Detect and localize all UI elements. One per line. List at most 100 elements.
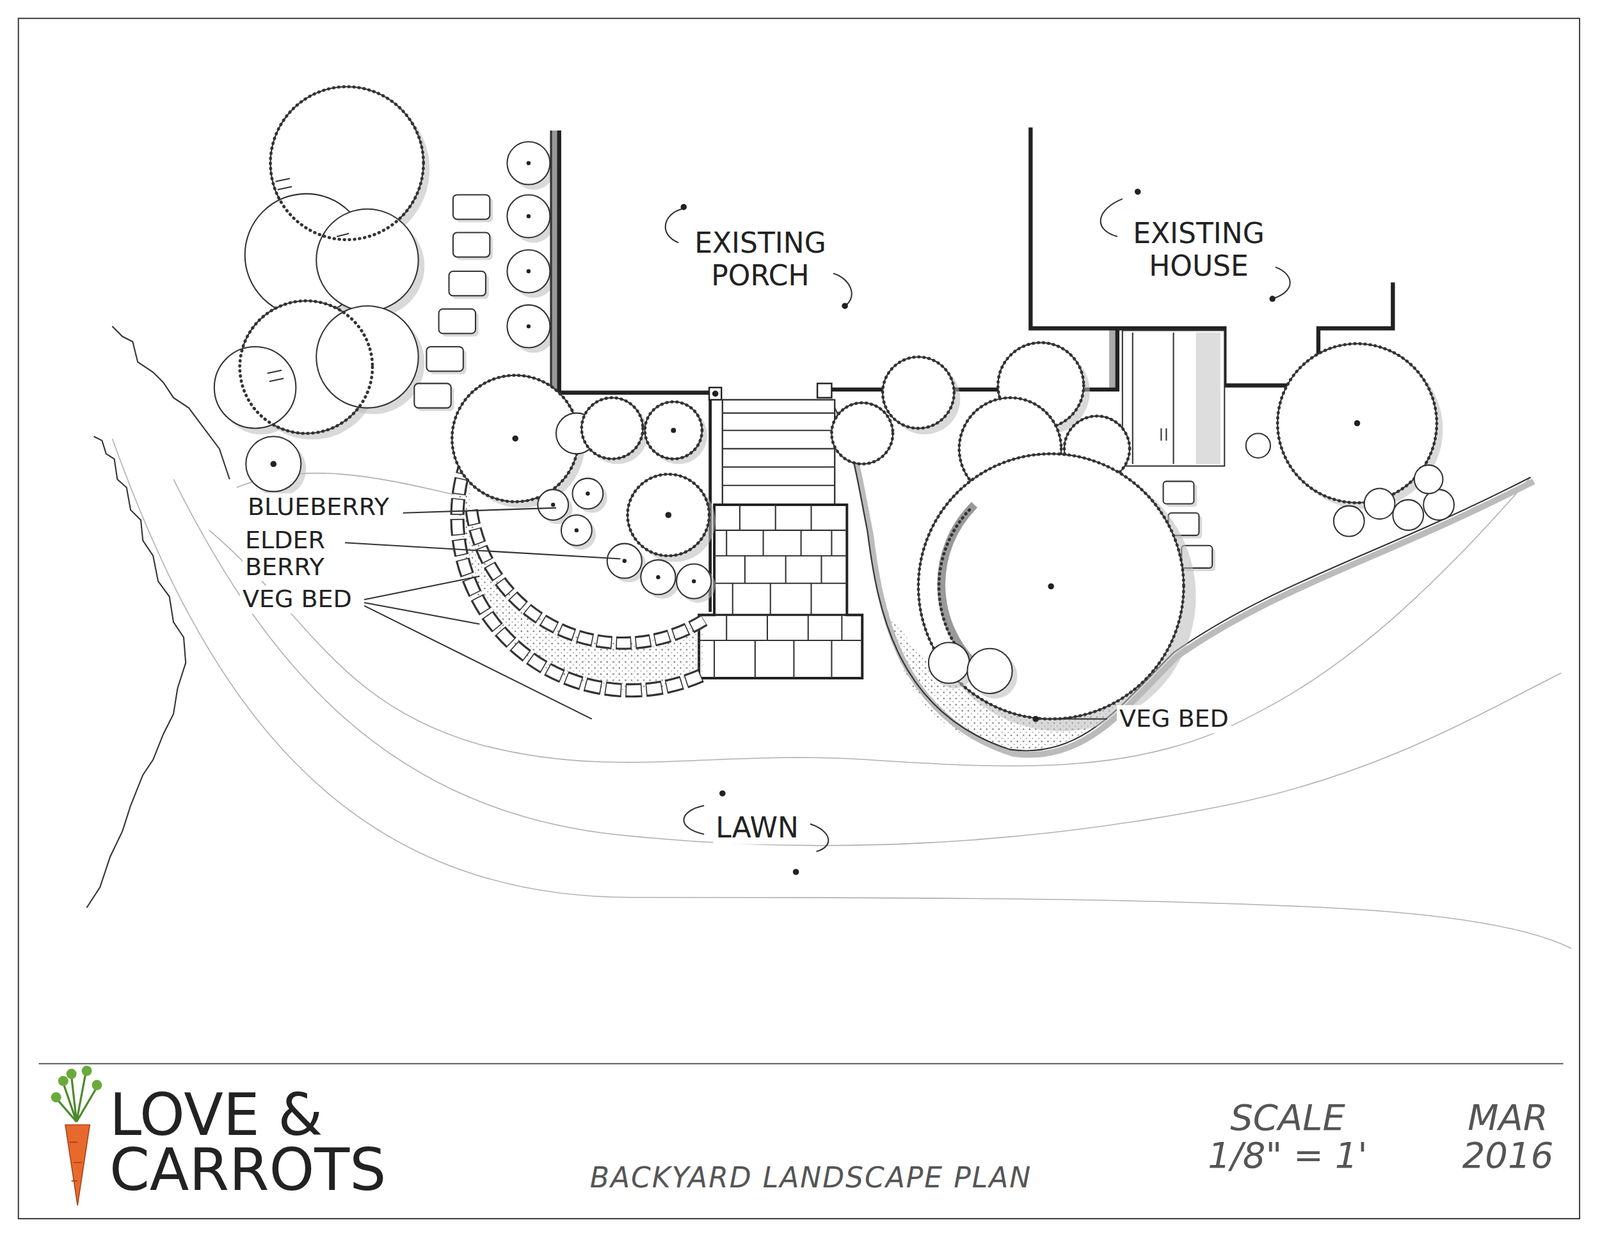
area-label: LAWN xyxy=(712,812,802,845)
date-note: MAR 2016 xyxy=(1455,1099,1561,1176)
right-planting xyxy=(1047,583,1055,591)
leader-lines xyxy=(810,824,829,852)
house-walls xyxy=(709,387,722,400)
callout-label: EXISTING PORCH xyxy=(687,227,834,292)
stairs-patio xyxy=(698,504,863,679)
leader-lines xyxy=(1100,199,1123,237)
carrot-logo xyxy=(58,1076,69,1087)
leader-lines xyxy=(341,188,1291,876)
carrot-logo xyxy=(51,1066,103,1206)
label-anchor: LAWN xyxy=(712,812,802,845)
left-planting xyxy=(561,515,592,546)
left-planting xyxy=(574,528,579,533)
right-planting xyxy=(1364,488,1396,520)
stepping-stones xyxy=(453,232,490,257)
left-planting xyxy=(627,474,710,557)
left-planting xyxy=(572,478,603,510)
left-planting xyxy=(670,428,676,434)
carrot-logo xyxy=(69,1142,82,1182)
left-planting xyxy=(581,398,644,460)
lawn-contour xyxy=(112,438,1572,949)
left-planting xyxy=(665,512,672,519)
right-planting xyxy=(1277,343,1437,504)
leader-lines xyxy=(403,508,557,514)
left-planting xyxy=(622,559,627,564)
shrub-row xyxy=(526,214,531,219)
left-planting xyxy=(645,401,703,459)
plant-label: ELDER BERRY xyxy=(242,527,345,582)
right-planting xyxy=(928,642,970,684)
existing-trees xyxy=(267,178,350,382)
leader-lines xyxy=(841,302,848,310)
left-planting xyxy=(512,435,519,443)
leader-lines xyxy=(683,805,704,835)
shrub-row xyxy=(526,161,531,166)
shrub-row xyxy=(526,324,531,329)
right-planting xyxy=(1246,433,1271,458)
house-walls xyxy=(1132,332,1174,465)
leader-lines xyxy=(1032,716,1040,723)
existing-trees xyxy=(270,461,278,468)
left-planting xyxy=(451,375,715,603)
leader-lines xyxy=(665,209,682,244)
right-planting xyxy=(967,648,1012,694)
lawn-contour xyxy=(112,438,1572,949)
stepping-stones xyxy=(426,346,463,372)
left-planting xyxy=(640,560,676,595)
left-planting xyxy=(691,579,696,584)
plant-label: BLUEBERRY xyxy=(245,493,392,522)
existing-trees xyxy=(240,300,373,434)
house-walls xyxy=(549,130,552,388)
stepping-stones xyxy=(439,309,476,334)
shrub-row xyxy=(526,269,531,274)
right-planting xyxy=(831,343,1534,756)
stairs-patio xyxy=(722,400,835,505)
right-planting xyxy=(882,357,955,429)
shrub-row xyxy=(506,194,550,238)
stepping-stones xyxy=(1163,481,1195,504)
stairs-patio xyxy=(722,413,835,486)
leader-lines xyxy=(364,576,592,720)
existing-trees xyxy=(214,86,430,497)
scale-note: SCALE 1/8" = 1' xyxy=(1199,1099,1377,1176)
right-planting xyxy=(1414,465,1444,495)
left-planting xyxy=(551,503,555,507)
leader-lines xyxy=(1269,295,1276,303)
house-walls xyxy=(817,383,832,398)
callout-label: EXISTING HOUSE xyxy=(1125,217,1272,283)
label-anchor: SCALE 1/8" = 1' xyxy=(1199,1099,1377,1176)
label-anchor: BACKYARD LANDSCAPE PLAN xyxy=(587,1162,1035,1195)
woodland-edge xyxy=(87,436,187,908)
plan-title: BACKYARD LANDSCAPE PLAN xyxy=(587,1162,1035,1195)
existing-trees xyxy=(214,346,297,429)
carrot-logo xyxy=(81,1066,93,1077)
right-planting xyxy=(1392,499,1424,531)
sheet-frame xyxy=(18,18,1580,1220)
right-planting xyxy=(918,453,1184,719)
right-planting xyxy=(1277,343,1437,504)
label-anchor: BLUEBERRY xyxy=(245,493,392,522)
right-planting xyxy=(831,403,893,465)
leader-lines xyxy=(680,204,687,211)
right-planting xyxy=(1333,506,1365,537)
house-walls xyxy=(1196,332,1221,465)
leader-lines xyxy=(341,542,621,560)
right-planting xyxy=(1354,420,1361,427)
label-anchor: ELDER BERRY xyxy=(242,527,345,582)
label-anchor: MAR 2016 xyxy=(1455,1099,1561,1176)
label-anchor: EXISTING HOUSE xyxy=(1125,217,1272,283)
bed-label: VEG BED xyxy=(240,585,355,614)
woodland-edge xyxy=(112,326,230,480)
leader-lines xyxy=(1272,267,1291,299)
house-walls xyxy=(1122,330,1225,466)
existing-trees xyxy=(245,436,301,492)
leader-lines xyxy=(1035,718,1108,720)
bed-label: VEG BED xyxy=(1116,705,1232,734)
existing-trees xyxy=(270,86,424,240)
sheet-frame xyxy=(39,1063,1564,1065)
carrot-logo xyxy=(91,1080,102,1091)
label-anchor: VEG BED xyxy=(240,585,355,614)
label-anchor: LOVE & CARROTS xyxy=(106,1088,413,1198)
